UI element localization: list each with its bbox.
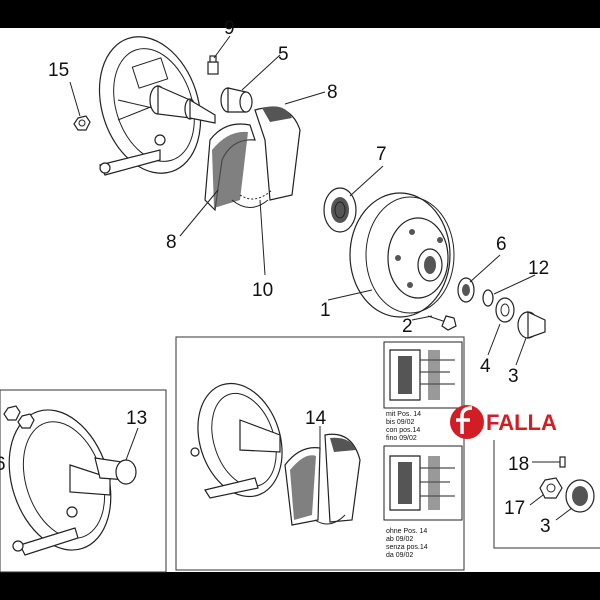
leader-lines-inset xyxy=(529,461,573,521)
label-part-3: 3 xyxy=(508,366,519,387)
hub-cap-part-3-inset xyxy=(565,479,595,513)
bushing-part-5 xyxy=(220,87,253,113)
label-part-12: 12 xyxy=(528,258,549,279)
note-ohne-line-3: senza pos.14 xyxy=(386,544,428,551)
note-mit-line-1: mit Pos. 14 xyxy=(386,411,421,418)
label-part-9: 9 xyxy=(224,18,235,39)
brake-shoes-top xyxy=(204,106,301,212)
label-part-17: 17 xyxy=(504,498,525,519)
label-part-8-bottom: 8 xyxy=(166,232,177,253)
brand-name: FALLA xyxy=(486,410,557,435)
leader-lines-top xyxy=(69,35,536,366)
section-detail-without-14 xyxy=(383,445,463,521)
label-part-15: 15 xyxy=(48,60,69,81)
backing-plate-with-shoes-inset xyxy=(190,382,361,526)
grease-nipple-part-9 xyxy=(207,55,219,75)
small-bolt-part-18 xyxy=(540,456,566,468)
label-part-7: 7 xyxy=(376,144,387,165)
nut-part-15 xyxy=(73,115,91,131)
wheel-bolt-part-2 xyxy=(427,315,457,331)
stub-axle-top xyxy=(149,85,216,124)
note-mit-line-4: fino 09/02 xyxy=(386,435,417,442)
stub-axle-part-13 xyxy=(94,457,137,485)
bearing-part-7 xyxy=(323,187,357,233)
label-part-1: 1 xyxy=(320,300,331,321)
label-part-4: 4 xyxy=(480,356,491,377)
section-detail-with-14 xyxy=(383,341,463,409)
bearing-part-6 xyxy=(457,277,475,303)
castle-nut-part-4 xyxy=(495,297,515,323)
note-without-part-14: ohne Pos. 14 ab 09/02 senza pos.14 da 09… xyxy=(386,528,428,559)
label-part-5: 5 xyxy=(278,44,289,65)
label-part-8-top: 8 xyxy=(327,82,338,103)
nuts-bottom-left xyxy=(3,405,35,429)
label-part-18: 18 xyxy=(508,454,529,475)
label-part-6-edge: 6 xyxy=(0,454,6,475)
note-ohne-line-1: ohne Pos. 14 xyxy=(386,528,427,535)
nut-part-17 xyxy=(539,477,563,499)
brake-drum-part-1 xyxy=(349,192,455,318)
hub-cap-part-3 xyxy=(517,311,546,339)
label-part-6: 6 xyxy=(496,234,507,255)
inset-panel-part-14 xyxy=(175,336,465,571)
falla-logo: FALLA xyxy=(450,405,557,439)
note-with-part-14: mit Pos. 14 bis 09/02 con pos.14 fino 09… xyxy=(386,411,421,442)
inset-panel-part-17 xyxy=(493,440,600,549)
backing-plate-bottom xyxy=(8,409,112,556)
label-part-2: 2 xyxy=(402,316,413,337)
leader-line-13 xyxy=(125,427,139,461)
label-part-14: 14 xyxy=(305,408,327,429)
note-mit-line-3: con pos.14 xyxy=(386,427,420,434)
note-ohne-line-4: da 09/02 xyxy=(386,552,413,559)
note-mit-line-2: bis 09/02 xyxy=(386,419,415,426)
note-ohne-line-2: ab 09/02 xyxy=(386,536,413,543)
label-part-13: 13 xyxy=(126,408,147,429)
washer-part-12 xyxy=(482,289,494,307)
label-part-10: 10 xyxy=(252,280,273,301)
logo-mark xyxy=(450,405,484,439)
label-part-3-inset: 3 xyxy=(540,516,551,537)
inset-panel-part-13 xyxy=(0,389,167,573)
